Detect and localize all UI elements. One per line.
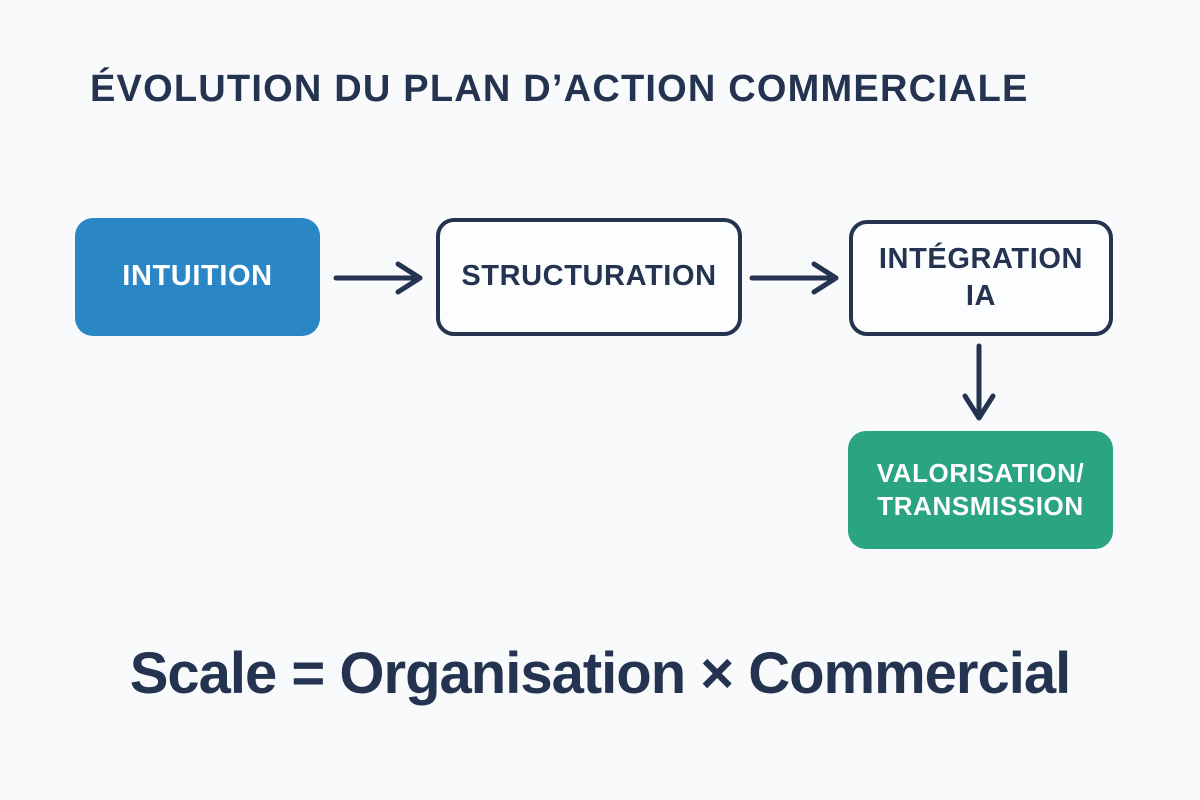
node-structuration: STRUCTURATION bbox=[436, 218, 742, 336]
node-intuition: INTUITION bbox=[75, 218, 320, 336]
node-structuration-label: STRUCTURATION bbox=[461, 260, 717, 293]
node-integration-ia-label-line2: IA bbox=[965, 280, 997, 312]
node-valorisation-transmission: VALORISATION/ TRANSMISSION bbox=[848, 431, 1113, 549]
node-valorisation-label-line1: VALORISATION/ bbox=[876, 457, 1085, 488]
node-intuition-label: INTUITION bbox=[122, 260, 273, 293]
node-integration-ia-label-line1: INTÉGRATION bbox=[878, 242, 1084, 275]
formula-text: Scale = Organisation × Commercial bbox=[129, 641, 1072, 706]
arrow-down-icon bbox=[959, 342, 999, 426]
arrow-right-icon bbox=[332, 258, 428, 298]
diagram-title: ÉVOLUTION DU PLAN D’ACTION COMMERCIALE bbox=[90, 68, 1029, 110]
node-valorisation-label-line2: TRANSMISSION bbox=[877, 491, 1084, 521]
node-integration-ia: INTÉGRATION IA bbox=[849, 220, 1113, 336]
arrow-right-icon bbox=[748, 258, 844, 298]
